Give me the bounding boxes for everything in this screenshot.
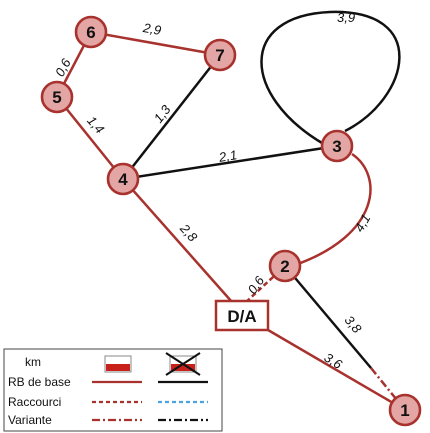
km-da-2: 0,6 <box>245 273 268 297</box>
node-2[interactable]: 2 <box>268 249 302 283</box>
km-3-loop: 3,9 <box>337 10 355 25</box>
legend-row-variant: Variante <box>8 413 52 427</box>
node-3[interactable]: 3 <box>320 129 354 163</box>
edge-3-loop <box>260 10 401 145</box>
node-4-label: 4 <box>118 170 128 189</box>
edge-4-7 <box>122 54 221 180</box>
marked-flag-icon <box>104 355 132 373</box>
edge-5-4 <box>56 96 124 180</box>
km-6-7: 2,9 <box>141 20 162 38</box>
node-6-label: 6 <box>86 23 95 42</box>
node-7-label: 7 <box>215 46 224 65</box>
legend: km RB de base Raccourci Variante <box>3 348 223 432</box>
km-4-3: 2,1 <box>217 147 238 165</box>
km-5-4: 1,4 <box>84 113 107 136</box>
node-2-label: 2 <box>280 257 289 276</box>
km-6-5: 0,6 <box>52 55 74 79</box>
km-4-da: 2,8 <box>176 220 200 245</box>
unmarked-flag-icon <box>165 352 201 376</box>
edge-4-da <box>122 178 233 303</box>
legend-row-shortcut: Raccourci <box>8 395 61 409</box>
edge-da-1 <box>267 328 406 412</box>
start-finish: D/A <box>214 299 270 332</box>
km-4-7: 1,3 <box>151 102 174 126</box>
km-da-1: 3,6 <box>322 350 346 373</box>
node-1-label: 1 <box>400 401 409 420</box>
edge-6-7 <box>90 30 221 57</box>
legend-unit: km <box>25 355 41 369</box>
edge-2-1-variant <box>370 367 406 411</box>
edge-2-1 <box>284 265 372 369</box>
node-4[interactable]: 4 <box>106 162 140 196</box>
km-2-1: 3,8 <box>342 313 366 337</box>
node-1[interactable]: 1 <box>388 393 422 427</box>
node-7[interactable]: 7 <box>203 38 237 72</box>
legend-row-base: RB de base <box>8 375 71 389</box>
edge-3-2 <box>294 152 372 267</box>
km-3-2: 4,1 <box>351 211 373 234</box>
edge-4-3 <box>122 144 338 181</box>
node-6[interactable]: 6 <box>74 15 108 49</box>
node-5-label: 5 <box>52 88 61 107</box>
node-3-label: 3 <box>332 137 341 156</box>
node-5[interactable]: 5 <box>40 80 74 114</box>
nodes: 6 7 5 4 3 2 1 <box>40 15 422 427</box>
edges <box>55 10 406 412</box>
start-finish-label: D/A <box>227 307 256 326</box>
